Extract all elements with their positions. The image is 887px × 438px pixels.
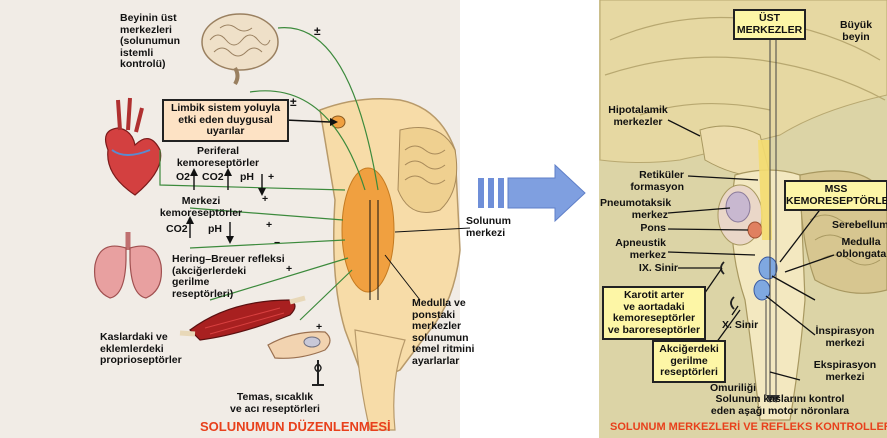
ekspirasyon-label: Ekspirasyon merkezi (806, 360, 884, 383)
right-title: SOLUNUM MERKEZLERİ VE REFLEKS KONTROLLER… (610, 421, 887, 433)
serebellum-label: Serebellum (832, 220, 887, 232)
karotit-box: Karotit arter ve aortadaki kemoreseptörl… (602, 286, 706, 340)
buyuk-beyin-label: Büyük beyin (832, 20, 880, 43)
inspirasyon-label: İnspirasyon merkezi (806, 326, 884, 349)
pons-label: Pons (626, 223, 666, 235)
pneumotaksik-label: Pneumotaksik merkez (600, 198, 668, 221)
motor-label: Solunum kaslarını kontrol eden aşağı mot… (690, 394, 870, 417)
medulla-label-right: Medulla oblongata (836, 237, 886, 260)
hipotalamik-label: Hipotalamik merkezler (606, 105, 670, 128)
x-sinir-label: X. Sinir (722, 320, 758, 332)
retikuler-label: Retiküler formasyon (612, 170, 684, 193)
chemoreceptor-blue-1 (759, 257, 777, 279)
ust-merkezler-box: ÜST MERKEZLER (733, 9, 806, 40)
ix-sinir-label: IX. Sinir (626, 263, 678, 275)
mss-box: MSS KEMORESEPTÖRLERİ (784, 180, 887, 211)
apneustik-label: Apneustik merkez (598, 238, 666, 261)
akciger-box: Akciğerdeki gerilme reseptörleri (652, 340, 726, 383)
